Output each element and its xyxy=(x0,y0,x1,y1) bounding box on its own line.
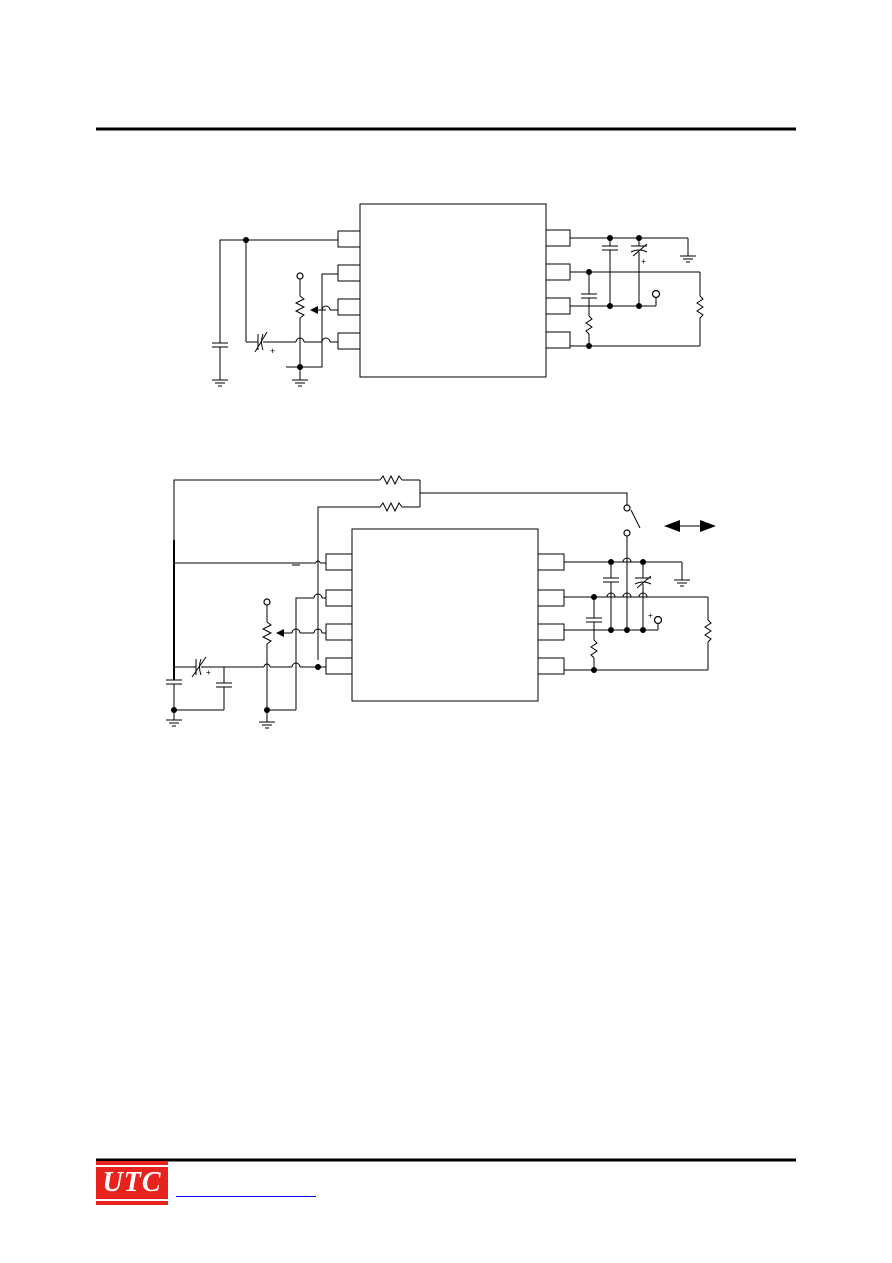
terminal-1a xyxy=(296,272,304,280)
terminal-2b xyxy=(653,615,663,625)
resistor-3 xyxy=(590,639,598,659)
ic1-left-wiring: + xyxy=(212,237,338,387)
schematic-2: + xyxy=(166,474,716,729)
ic-body-1 xyxy=(359,203,547,378)
ic-body-2 xyxy=(351,528,539,702)
potentiometer-1 xyxy=(294,295,306,319)
svg-text:+: + xyxy=(270,346,275,356)
resistor-load-2 xyxy=(704,619,712,643)
ic2-feedback-network xyxy=(173,474,716,680)
ic1-right-pins xyxy=(545,229,571,349)
switch-arm xyxy=(630,509,641,529)
resistor-load-1 xyxy=(696,295,704,319)
potentiometer-2 xyxy=(261,621,273,645)
double-arrow-icon xyxy=(664,520,716,532)
ic1-right-wiring: + xyxy=(570,235,704,349)
terminal-2a xyxy=(263,598,271,606)
svg-text:+: + xyxy=(648,611,653,620)
utc-logo-text: UTC xyxy=(102,1167,162,1198)
ic2-right-wiring: + xyxy=(564,557,712,673)
resistor-r1 xyxy=(379,474,403,486)
svg-text:+: + xyxy=(206,668,211,677)
footer-link-underline[interactable] xyxy=(176,1196,316,1197)
terminal-1b xyxy=(651,289,661,299)
utc-logo: UTC xyxy=(96,1161,168,1205)
switch-terminal-b xyxy=(623,529,631,537)
resistor-1 xyxy=(585,315,593,335)
schematic-1: + xyxy=(212,203,704,387)
switch-terminal-a xyxy=(623,504,631,512)
ic1-left-pins xyxy=(337,230,361,350)
ic2-left-wiring: + xyxy=(166,540,326,729)
svg-text:+: + xyxy=(641,257,646,266)
ic2-left-pins xyxy=(325,553,353,675)
ic2-right-pins xyxy=(537,553,565,675)
resistor-r2 xyxy=(379,501,403,513)
